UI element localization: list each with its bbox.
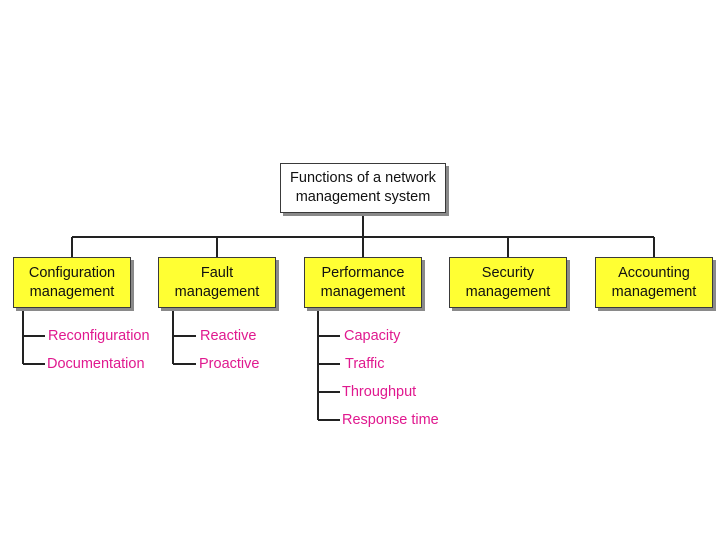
sub-item-capacity: Capacity (344, 328, 401, 344)
sub-item-throughput: Throughput (342, 384, 417, 400)
sub-item-documentation: Documentation (47, 356, 145, 372)
sub-item-traffic: Traffic (345, 356, 385, 372)
category-accounting-management: Accounting management (595, 257, 713, 308)
root-node: Functions of a network management system (280, 163, 446, 213)
sub-item-reconfiguration: Reconfiguration (48, 328, 150, 344)
sub-item-response-time: Response time (342, 412, 439, 428)
sub-item-proactive: Proactive (199, 356, 260, 372)
category-performance-management: Performance management (304, 257, 422, 308)
sub-item-reactive: Reactive (200, 328, 257, 344)
category-security-management: Security management (449, 257, 567, 308)
category-fault-management: Fault management (158, 257, 276, 308)
category-configuration-management: Configuration management (13, 257, 131, 308)
